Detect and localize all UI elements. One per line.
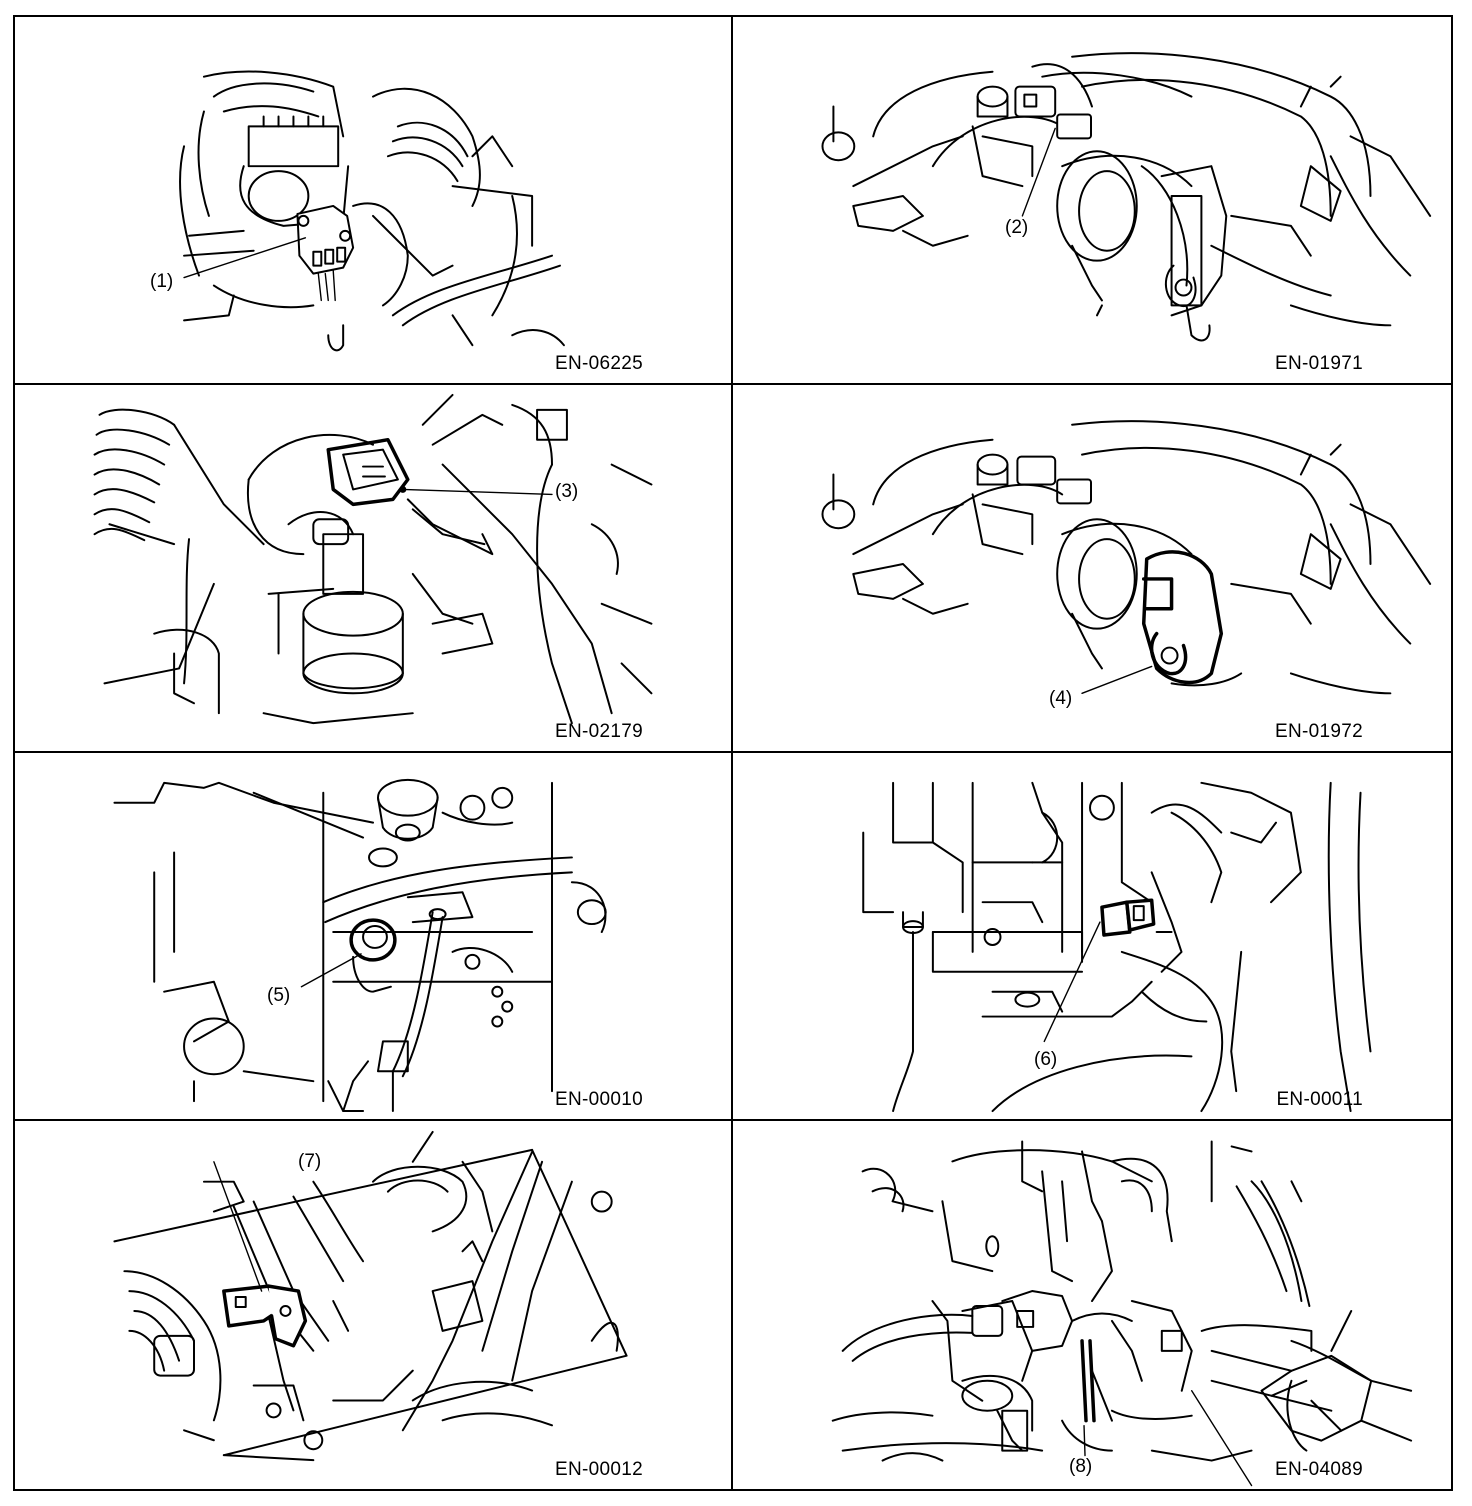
callout-4: (4) [1049, 688, 1073, 709]
figure-code-4: EN-01972 [1275, 721, 1363, 742]
callout-5: (5) [267, 985, 291, 1006]
panel-7: (7) EN-00012 [15, 1121, 733, 1489]
panel-2: (2) EN-01971 [733, 17, 1451, 385]
figure-code-5: EN-00010 [555, 1089, 643, 1110]
figure-code-7: EN-00012 [555, 1459, 643, 1480]
panel-8-illustration [831, 1140, 1413, 1487]
panel-5-illustration [113, 778, 607, 1113]
figure-code-2: EN-01971 [1275, 353, 1363, 374]
figure-code-8: EN-04089 [1275, 1459, 1363, 1480]
callout-6: (6) [1034, 1049, 1058, 1070]
callout-7: (7) [298, 1151, 322, 1172]
panel-3: (3) EN-02179 [15, 385, 733, 753]
panel-4-illustration [821, 420, 1432, 695]
panel-3-illustration [93, 393, 653, 725]
figure-code-3: EN-02179 [555, 721, 643, 742]
callout-2: (2) [1005, 217, 1029, 238]
callout-1: (1) [150, 271, 174, 292]
panel-6-illustration [862, 781, 1372, 1113]
callout-8: (8) [1069, 1456, 1093, 1477]
panel-1: (1) EN-06225 [15, 17, 733, 385]
panel-4: (4) EN-01972 [733, 385, 1451, 753]
figure-code-6: EN-00011 [1276, 1089, 1363, 1110]
panel-5: (5) EN-00010 [15, 753, 733, 1121]
panel-6: (6) EN-00011 [733, 753, 1451, 1121]
panel-1-illustration [179, 70, 565, 352]
panel-2-illustration [821, 52, 1432, 342]
callout-3: (3) [555, 481, 579, 502]
panel-8: (8) EN-04089 [733, 1121, 1451, 1489]
panel-7-illustration [113, 1130, 628, 1462]
figure-grid: (1) EN-06225 [13, 15, 1453, 1491]
figure-code-1: EN-06225 [555, 353, 643, 374]
